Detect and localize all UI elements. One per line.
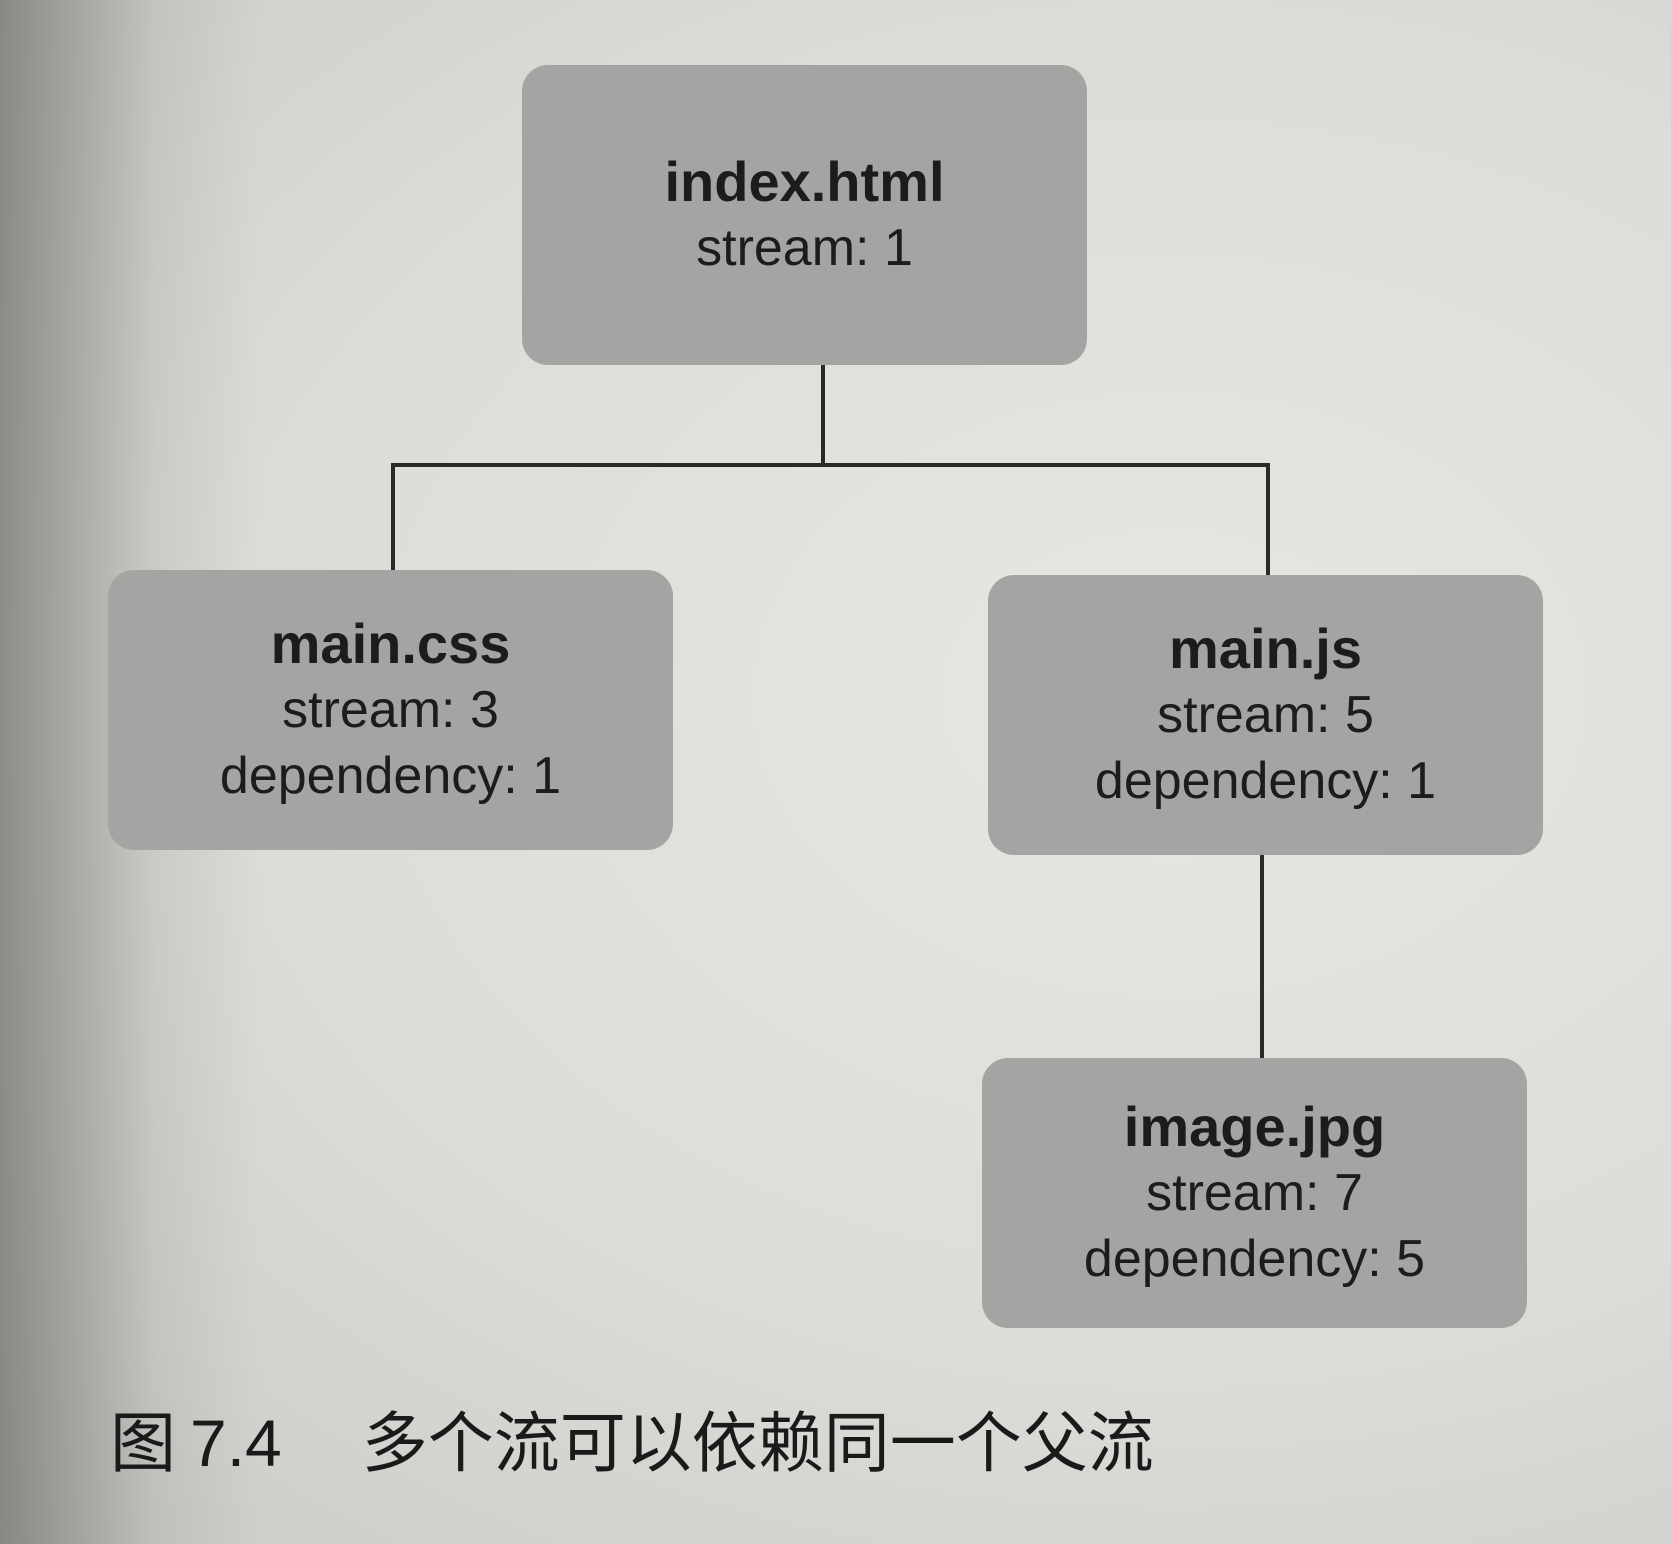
caption-number: 7.4 — [190, 1406, 282, 1480]
node-dependency: dependency: 5 — [1083, 1230, 1426, 1288]
node-stream: stream: 3 — [282, 681, 499, 739]
node-stream: stream: 1 — [696, 219, 913, 277]
node-dependency: dependency: 1 — [219, 747, 562, 805]
node-stream: stream: 7 — [1146, 1164, 1363, 1222]
node-index-html: index.html stream: 1 — [522, 65, 1087, 365]
node-image-jpg: image.jpg stream: 7 dependency: 5 — [982, 1058, 1527, 1328]
node-main-js: main.js stream: 5 dependency: 1 — [988, 575, 1543, 855]
edge-index-to-css-and-js — [391, 463, 1270, 575]
node-name: image.jpg — [1123, 1095, 1386, 1158]
node-stream: stream: 5 — [1157, 686, 1374, 744]
caption-label: 图 — [110, 1406, 176, 1480]
node-main-css: main.css stream: 3 dependency: 1 — [108, 570, 673, 850]
node-dependency: dependency: 1 — [1094, 752, 1437, 810]
node-name: main.css — [270, 612, 511, 675]
node-name: main.js — [1169, 617, 1362, 680]
node-name: index.html — [664, 150, 945, 213]
caption-text: 多个流可以依赖同一个父流 — [361, 1406, 1154, 1480]
